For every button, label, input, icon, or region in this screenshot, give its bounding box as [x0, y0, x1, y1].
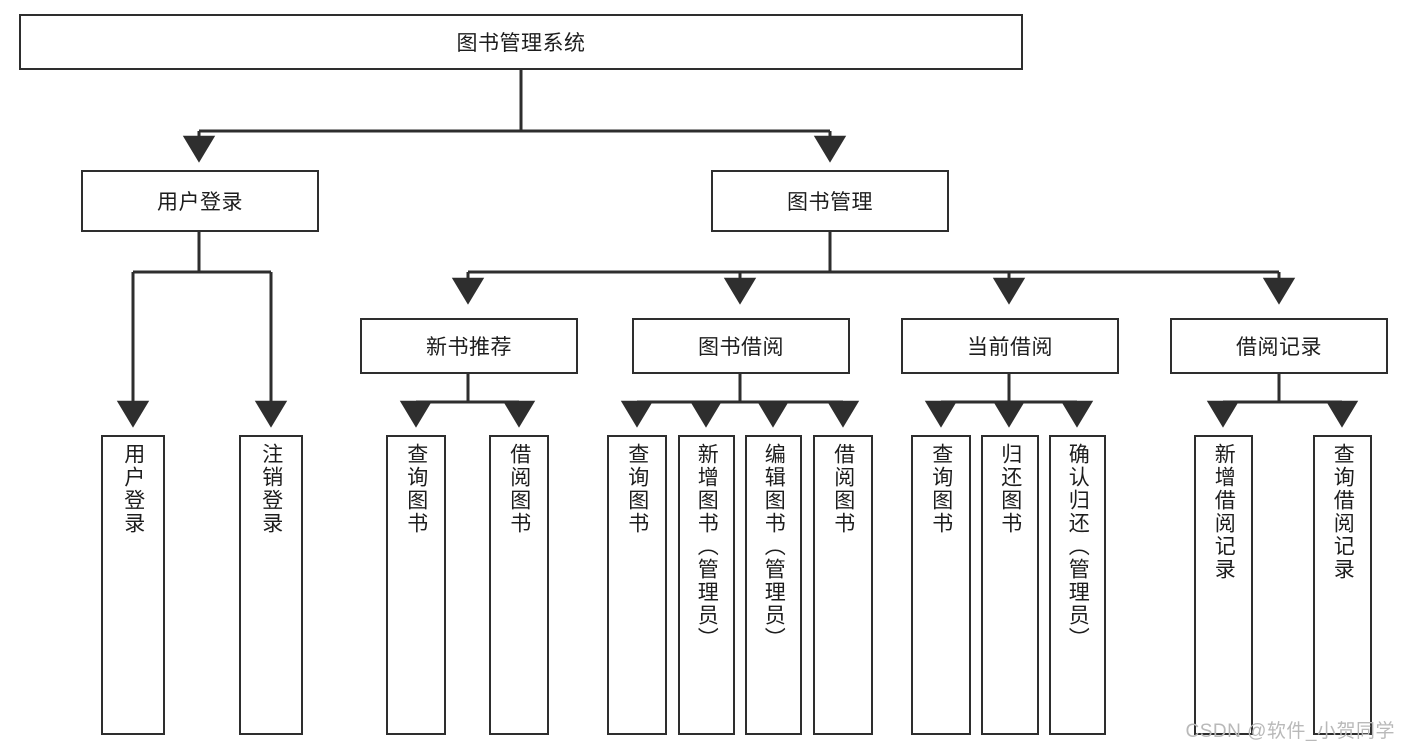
node-leaf-add-record-label: 新增借阅记录 [1212, 443, 1236, 581]
node-leaf-query-book-2[interactable]: 查询图书 [607, 435, 667, 735]
node-leaf-add-book-label: 新增图书（管理员） [695, 443, 719, 650]
node-book-borrow[interactable]: 图书借阅 [632, 318, 850, 374]
node-current-borrow-label: 当前借阅 [967, 336, 1053, 359]
node-root-label: 图书管理系统 [456, 32, 586, 55]
node-borrow-record-label: 借阅记录 [1236, 336, 1322, 359]
node-leaf-return-book[interactable]: 归还图书 [981, 435, 1039, 735]
csdn-watermark: CSDN @软件_小贺同学 [1185, 721, 1395, 742]
node-leaf-confirm-return-label: 确认归还（管理员） [1066, 443, 1090, 650]
node-leaf-add-book[interactable]: 新增图书（管理员） [678, 435, 735, 735]
node-leaf-add-record[interactable]: 新增借阅记录 [1194, 435, 1253, 735]
node-book-manage[interactable]: 图书管理 [711, 170, 949, 232]
node-leaf-logout-login[interactable]: 注销登录 [239, 435, 303, 735]
node-leaf-user-login[interactable]: 用户登录 [101, 435, 165, 735]
node-leaf-borrow-book-1[interactable]: 借阅图书 [489, 435, 549, 735]
node-leaf-query-book-3[interactable]: 查询图书 [911, 435, 971, 735]
node-leaf-query-record[interactable]: 查询借阅记录 [1313, 435, 1372, 735]
node-leaf-edit-book-label: 编辑图书（管理员） [762, 443, 786, 650]
node-leaf-borrow-book-2-label: 借阅图书 [831, 443, 855, 535]
node-leaf-query-book-1[interactable]: 查询图书 [386, 435, 446, 735]
node-leaf-borrow-book-1-label: 借阅图书 [507, 443, 531, 535]
node-leaf-query-book-2-label: 查询图书 [625, 443, 649, 535]
node-leaf-user-login-label: 用户登录 [121, 443, 145, 535]
node-user-login[interactable]: 用户登录 [81, 170, 319, 232]
node-leaf-logout-login-label: 注销登录 [259, 443, 283, 535]
node-book-manage-label: 图书管理 [787, 191, 873, 214]
node-leaf-edit-book[interactable]: 编辑图书（管理员） [745, 435, 802, 735]
node-leaf-return-book-label: 归还图书 [998, 443, 1022, 535]
node-new-book-recommend[interactable]: 新书推荐 [360, 318, 578, 374]
node-new-book-recommend-label: 新书推荐 [426, 336, 512, 359]
node-book-borrow-label: 图书借阅 [698, 336, 784, 359]
node-leaf-query-record-label: 查询借阅记录 [1331, 443, 1355, 581]
node-leaf-borrow-book-2[interactable]: 借阅图书 [813, 435, 873, 735]
node-root[interactable]: 图书管理系统 [19, 14, 1023, 70]
node-borrow-record[interactable]: 借阅记录 [1170, 318, 1388, 374]
node-leaf-query-book-1-label: 查询图书 [404, 443, 428, 535]
node-user-login-label: 用户登录 [157, 191, 243, 214]
node-leaf-confirm-return[interactable]: 确认归还（管理员） [1049, 435, 1106, 735]
node-leaf-query-book-3-label: 查询图书 [929, 443, 953, 535]
node-current-borrow[interactable]: 当前借阅 [901, 318, 1119, 374]
